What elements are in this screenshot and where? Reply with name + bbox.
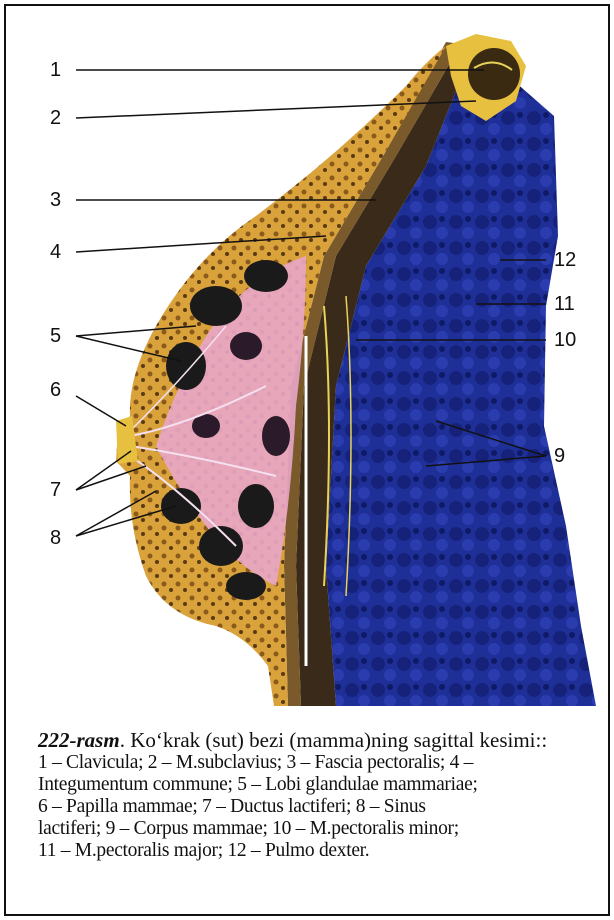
figure-caption: 222-rasm. Ko‘krak (sut) bezi (mamma)ning… xyxy=(38,728,586,862)
caption-legend-line: lactiferi; 9 – Corpus mammae; 10 – M.pec… xyxy=(38,818,586,840)
label-11: 11 xyxy=(554,293,575,315)
caption-legend-line: Integumentum commune; 5 – Lobi glandulae… xyxy=(38,774,586,796)
label-2: 2 xyxy=(50,107,61,129)
caption-heading: 222-rasm. Ko‘krak (sut) bezi (mamma)ning… xyxy=(38,728,586,752)
caption-figure-number: 222-rasm xyxy=(38,728,120,752)
label-4: 4 xyxy=(50,241,61,263)
label-1: 1 xyxy=(50,59,61,81)
label-12: 12 xyxy=(554,249,576,271)
caption-legend-line: 11 – M.pectoralis major; 12 – Pulmo dext… xyxy=(38,840,586,862)
label-7: 7 xyxy=(50,479,61,501)
caption-legend-line: 1 – Clavicula; 2 – M.subclavius; 3 – Fas… xyxy=(38,752,586,774)
label-6: 6 xyxy=(50,379,61,401)
label-8: 8 xyxy=(50,527,61,549)
label-10: 10 xyxy=(554,329,576,351)
breast-sagittal-section-illustration: 1 2 3 4 5 6 7 8 9 10 11 12 xyxy=(6,6,608,714)
label-3: 3 xyxy=(50,189,61,211)
figure-frame: 1 2 3 4 5 6 7 8 9 10 11 12 222-rasm. Ko‘… xyxy=(4,4,610,916)
caption-legend-line: 6 – Papilla mammae; 7 – Ductus lactiferi… xyxy=(38,796,586,818)
label-9: 9 xyxy=(554,445,565,467)
caption-legend: 1 – Clavicula; 2 – M.subclavius; 3 – Fas… xyxy=(38,752,586,862)
caption-title: . Ko‘krak (sut) bezi (mamma)ning sagitta… xyxy=(120,728,547,752)
label-5: 5 xyxy=(50,325,61,347)
